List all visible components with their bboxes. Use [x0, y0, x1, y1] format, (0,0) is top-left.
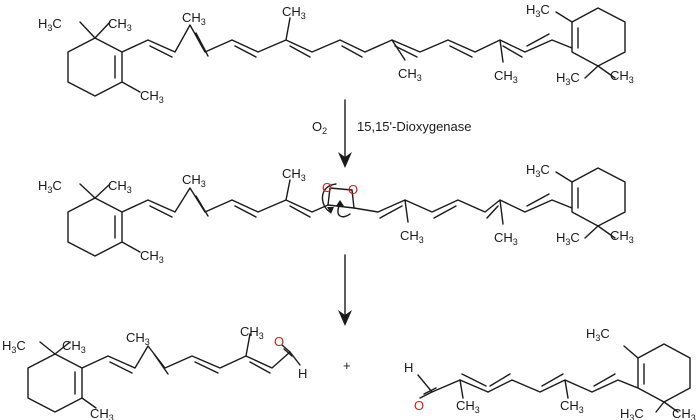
svg-text:H3C: H3C — [620, 406, 644, 420]
dioxetane-intermediate-molecule: H3C CH3 CH3 CH3 CH3 O O CH3 CH3 H3C H3C … — [38, 162, 634, 265]
reaction-arrow-2 — [338, 254, 352, 326]
svg-text:CH3: CH3 — [610, 68, 634, 85]
svg-text:CH3: CH3 — [182, 10, 206, 27]
svg-text:CH3: CH3 — [398, 66, 422, 83]
svg-text:CH3: CH3 — [672, 406, 696, 420]
svg-text:O: O — [348, 182, 358, 197]
svg-text:CH3: CH3 — [494, 68, 518, 85]
svg-text:H: H — [298, 366, 307, 381]
beta-carotene-molecule: H3C CH3 CH3 CH3 CH3 CH3 CH3 H3C H3C CH3 — [38, 2, 634, 105]
svg-text:O: O — [274, 334, 284, 349]
svg-text:CH3: CH3 — [108, 178, 132, 195]
svg-text:CH3: CH3 — [282, 166, 306, 183]
svg-text:H3C: H3C — [2, 338, 26, 355]
svg-text:H: H — [404, 360, 413, 375]
svg-text:H3C: H3C — [38, 16, 62, 33]
svg-text:CH3: CH3 — [494, 230, 518, 247]
svg-text:H3C: H3C — [526, 162, 550, 179]
retinal-product-right: H O CH3 CH3 H3C H3C CH3 — [404, 326, 696, 420]
svg-text:CH3: CH3 — [456, 398, 480, 415]
svg-text:H3C: H3C — [38, 178, 62, 195]
svg-text:CH3: CH3 — [182, 172, 206, 189]
svg-text:O: O — [322, 180, 332, 195]
svg-text:O: O — [414, 398, 424, 413]
svg-text:CH3: CH3 — [240, 324, 264, 341]
svg-text:CH3: CH3 — [62, 338, 86, 355]
svg-text:H3C: H3C — [556, 230, 580, 247]
svg-text:H3C: H3C — [556, 70, 580, 87]
reaction-arrow-1 — [338, 99, 352, 168]
svg-text:CH3: CH3 — [610, 228, 634, 245]
svg-text:CH3: CH3 — [140, 88, 164, 105]
svg-text:CH3: CH3 — [140, 248, 164, 265]
svg-text:CH3: CH3 — [90, 406, 114, 420]
retinal-product-left: H3C CH3 CH3 CH3 CH3 O H — [2, 324, 307, 420]
svg-text:H3C: H3C — [526, 2, 550, 19]
svg-text:CH3: CH3 — [126, 330, 150, 347]
oxygen-reagent-label: O2 — [312, 119, 327, 136]
svg-text:CH3: CH3 — [560, 398, 584, 415]
enzyme-label: 15,15'-Dioxygenase — [357, 119, 472, 134]
svg-text:CH3: CH3 — [400, 228, 424, 245]
svg-text:CH3: CH3 — [108, 16, 132, 33]
svg-text:H3C: H3C — [586, 326, 610, 343]
svg-text:CH3: CH3 — [282, 4, 306, 21]
plus-sign: + — [343, 358, 351, 373]
